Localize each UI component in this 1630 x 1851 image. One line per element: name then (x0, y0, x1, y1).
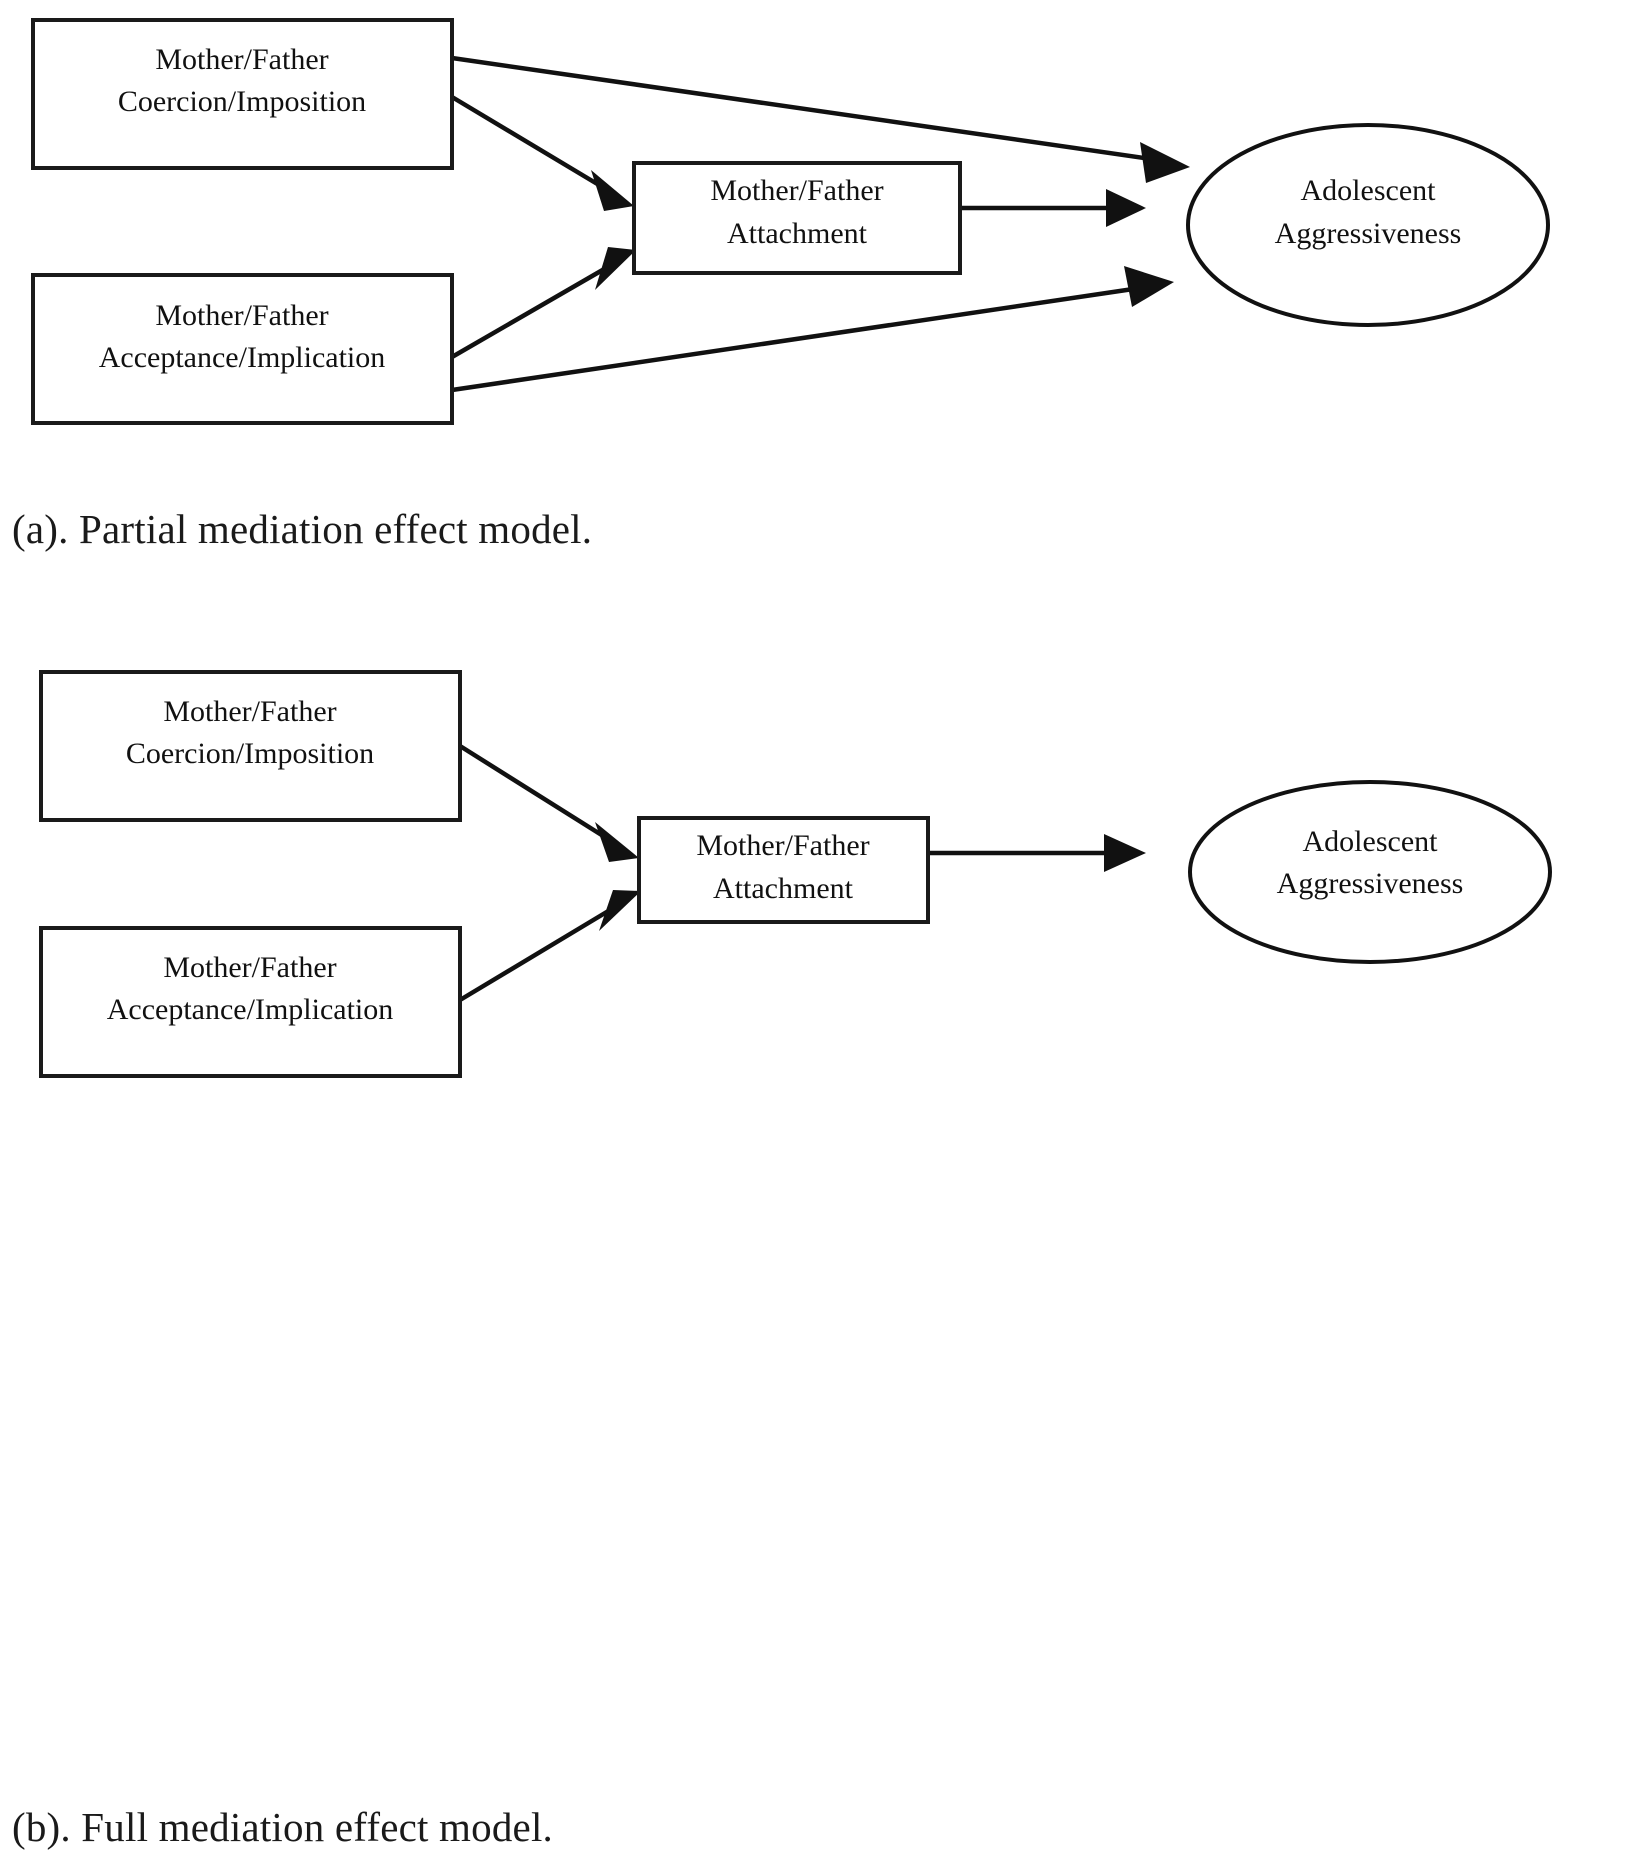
edge-attachment-to-aggressiveness (928, 834, 1146, 872)
node-acceptance-implication-line1: Mother/Father (155, 299, 328, 332)
node-coercion-imposition-line2: Coercion/Imposition (118, 85, 366, 118)
node-coercion-imposition-line1: Mother/Father (163, 695, 336, 728)
node-attachment-line2: Attachment (727, 217, 868, 250)
node-attachment-line1: Mother/Father (696, 829, 869, 862)
node-acceptance-implication-line2: Acceptance/Implication (99, 341, 386, 374)
edge-acceptance-to-attachment (450, 247, 636, 359)
node-acceptance-implication[interactable]: Mother/Father Acceptance/Implication (31, 273, 454, 425)
node-attachment-line1: Mother/Father (710, 174, 883, 207)
full-mediation-diagram-svg: Mother/Father Coercion/Imposition Mother… (39, 670, 1552, 1078)
node-acceptance-implication[interactable]: Mother/Father Acceptance/Implication (39, 926, 462, 1078)
node-adolescent-aggressiveness[interactable]: Adolescent Aggressiveness (1188, 780, 1552, 964)
node-aggressiveness-line2: Aggressiveness (1277, 867, 1464, 900)
edge-coercion-to-aggressiveness (451, 55, 1190, 183)
partial-mediation-diagram-svg: Mother/Father Coercion/Imposition Mother… (31, 18, 1550, 425)
node-coercion-imposition[interactable]: Mother/Father Coercion/Imposition (39, 670, 462, 822)
node-acceptance-implication-line2: Acceptance/Implication (107, 993, 394, 1026)
caption-full-mediation: (b). Full mediation effect model. (12, 1804, 553, 1850)
panel-full-mediation-model: Mother/Father Coercion/Imposition Mother… (0, 648, 1630, 1850)
edge-acceptance-to-attachment (458, 890, 641, 1002)
node-aggressiveness-line1: Adolescent (1303, 825, 1439, 858)
node-adolescent-aggressiveness[interactable]: Adolescent Aggressiveness (1186, 123, 1550, 327)
node-acceptance-implication-line1: Mother/Father (163, 951, 336, 984)
panel-partial-mediation-model: Mother/Father Coercion/Imposition Mother… (0, 0, 1630, 640)
node-attachment-line2: Attachment (713, 872, 854, 905)
node-attachment-mediator[interactable]: Mother/Father Attachment (632, 161, 962, 275)
edge-coercion-to-attachment (458, 744, 639, 862)
node-attachment-mediator[interactable]: Mother/Father Attachment (637, 816, 930, 924)
node-coercion-imposition-line1: Mother/Father (155, 43, 328, 76)
node-coercion-imposition-line2: Coercion/Imposition (126, 737, 374, 770)
node-aggressiveness-line1: Adolescent (1301, 174, 1437, 207)
edge-attachment-to-aggressiveness (960, 189, 1146, 227)
node-coercion-imposition[interactable]: Mother/Father Coercion/Imposition (31, 18, 454, 170)
caption-partial-mediation: (a). Partial mediation effect model. (12, 506, 593, 552)
edge-acceptance-to-aggressiveness (451, 266, 1174, 393)
edge-coercion-to-attachment (450, 95, 634, 211)
node-aggressiveness-line2: Aggressiveness (1275, 217, 1462, 250)
